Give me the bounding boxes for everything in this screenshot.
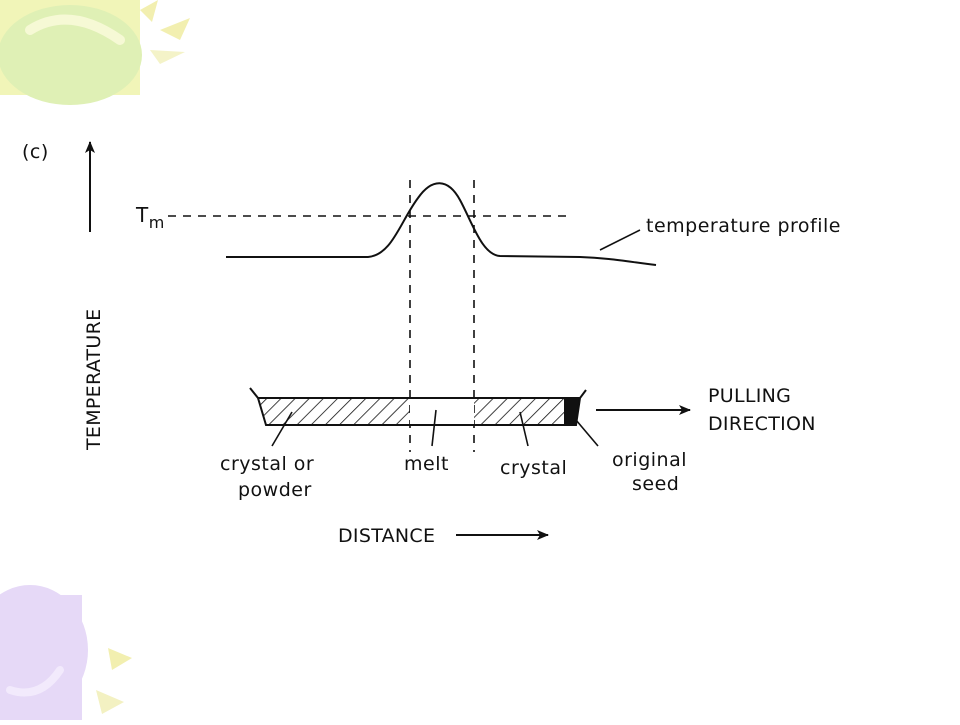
temperature-profile-curve <box>226 182 657 266</box>
original-seed-leader <box>575 419 599 447</box>
top-left-decoration <box>0 0 190 105</box>
original-seed-label-line2: seed <box>632 473 679 495</box>
crystal-or-powder-label-line2: powder <box>238 479 312 501</box>
crystal-or-powder-label-line1: crystal or <box>220 453 314 475</box>
crystal-label: crystal <box>500 457 567 479</box>
temperature-profile-label: temperature profile <box>646 215 841 237</box>
bottom-left-decoration <box>0 585 132 720</box>
crystal-or-powder-leader <box>271 411 293 447</box>
distance-axis-label: DISTANCE <box>338 525 435 547</box>
panel-label: (c) <box>22 141 49 163</box>
temperature-axis-label: TEMPERATURE <box>83 309 105 451</box>
crystal-leader <box>519 411 529 447</box>
melt-leader <box>431 409 437 447</box>
pulling-direction-line2: DIRECTION <box>708 413 816 435</box>
pulling-direction-line1: PULLING <box>708 385 791 407</box>
melt-label: melt <box>404 453 449 475</box>
original-seed-label-line1: original <box>612 449 687 471</box>
profile-leader <box>599 229 641 251</box>
tm-label: Tm <box>135 203 165 232</box>
zone-boat <box>249 387 587 426</box>
